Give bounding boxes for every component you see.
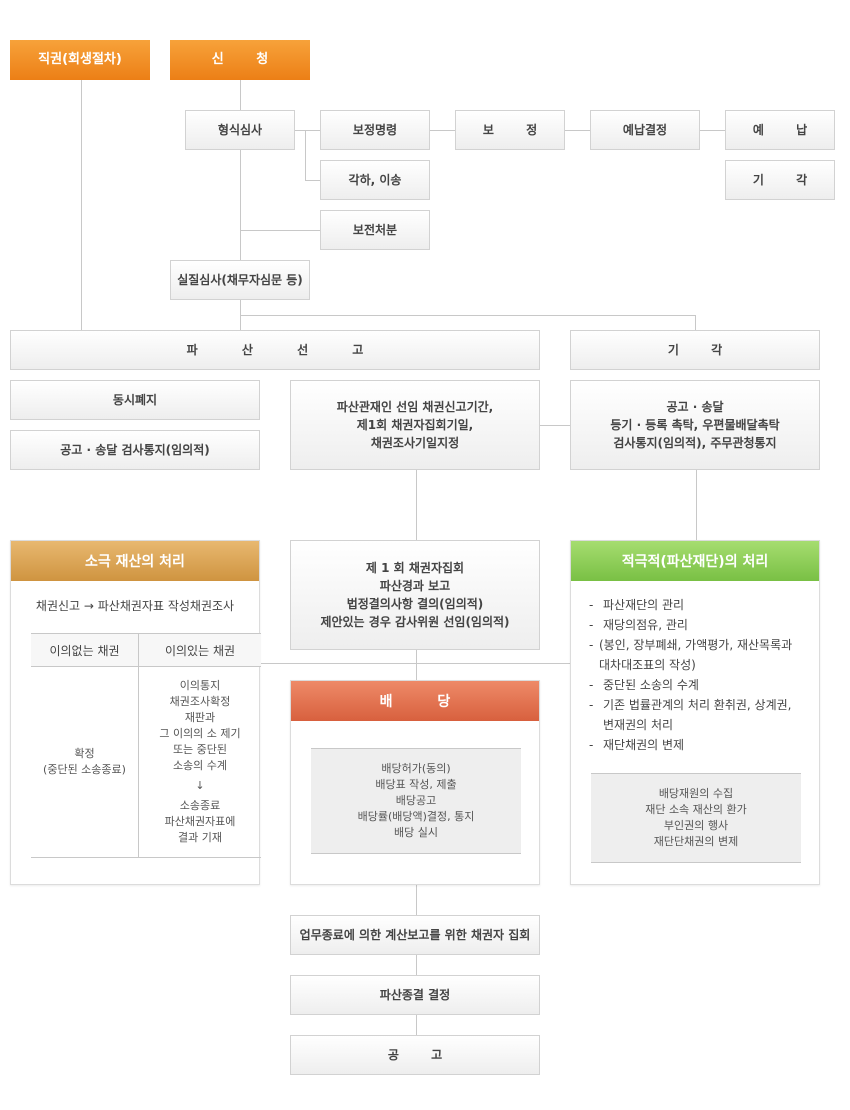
preservation-box: 보전처분 bbox=[320, 210, 430, 250]
dismiss-right-box: 기 각 bbox=[725, 160, 835, 200]
list-item: 파산재단의 관리 bbox=[589, 595, 804, 615]
connector-line bbox=[416, 1015, 417, 1035]
cell-line: 소송의 수계 bbox=[172, 759, 228, 772]
simultaneous-abolition-box: 동시폐지 bbox=[10, 380, 260, 420]
notice-line: 공고 · 송달 bbox=[666, 400, 724, 414]
connector-line bbox=[416, 470, 417, 540]
bankruptcy-termination-box: 파산종결 결정 bbox=[290, 975, 540, 1015]
asset-line: 재단단채권의 변제 bbox=[653, 835, 739, 848]
distribution-step: 배당허가(동의) bbox=[381, 762, 451, 775]
prepay-decision-box: 예납결정 bbox=[590, 110, 700, 150]
connector-line bbox=[305, 180, 320, 181]
connector-line bbox=[700, 130, 725, 131]
passive-subtitle: 채권신고 → 파산채권자표 작성채권조사 bbox=[35, 599, 235, 613]
list-item: 재당의점유, 관리 bbox=[589, 615, 804, 635]
distribution-step: 배당 실시 bbox=[394, 826, 438, 839]
dismissal-box: 기 각 bbox=[570, 330, 820, 370]
prepay-box: 예 납 bbox=[725, 110, 835, 150]
trustee-appointment-box: 파산관재인 선임 채권신고기간, 제1회 채권자집회기일, 채권조사기일지정 bbox=[290, 380, 540, 470]
active-property-panel: 적극적(파산재단)의 처리 파산재단의 관리 재당의점유, 관리 (봉인, 장부… bbox=[570, 540, 820, 885]
col-objection: 이의있는 채권 bbox=[138, 633, 261, 667]
trustee-line: 제1회 채권자집회기일, bbox=[356, 418, 474, 432]
asset-line: 배당재원의 수집 bbox=[658, 787, 734, 800]
cell-line: 소송종료 bbox=[179, 799, 221, 812]
connector-line bbox=[696, 470, 697, 540]
first-creditor-meeting-box: 제 1 회 채권자집회 파산경과 보고 법정결의사항 결의(임의적) 제안있는 … bbox=[290, 540, 540, 650]
ex-officio-box: 직권(회생절차) bbox=[10, 40, 150, 80]
meeting-line: 제 1 회 채권자집회 bbox=[365, 561, 465, 575]
connector-line bbox=[430, 130, 455, 131]
connector-line bbox=[695, 315, 696, 330]
correction-box: 보 정 bbox=[455, 110, 565, 150]
cell-line: 확정 bbox=[74, 747, 95, 760]
cell-line: 채권조사확정 bbox=[169, 695, 231, 708]
trustee-line: 채권조사기일지정 bbox=[370, 436, 460, 450]
active-property-title: 적극적(파산재단)의 처리 bbox=[571, 541, 819, 581]
trustee-line: 파산관재인 선임 채권신고기간, bbox=[336, 400, 494, 414]
notice-line: 등기 · 등록 촉탁, 우편물배달촉탁 bbox=[610, 418, 780, 432]
distribution-title: 배 당 bbox=[291, 681, 539, 721]
cell-line: 파산채권자표에 bbox=[164, 815, 236, 828]
connector-line bbox=[260, 663, 570, 664]
connector-line bbox=[416, 885, 417, 915]
connector-line bbox=[240, 150, 241, 260]
application-box: 신 청 bbox=[170, 40, 310, 80]
meeting-line: 법정결의사항 결의(임의적) bbox=[346, 597, 484, 611]
passive-property-title: 소극 재산의 처리 bbox=[11, 541, 259, 581]
distribution-steps-box: 배당허가(동의) 배당표 작성, 제출 배당공고 배당률(배당액)결정, 통지 … bbox=[311, 748, 521, 854]
cell-line: 결과 기재 bbox=[178, 831, 222, 844]
correction-order-box: 보정명령 bbox=[320, 110, 430, 150]
passive-property-panel: 소극 재산의 처리 채권신고 → 파산채권자표 작성채권조사 이의없는 채권 이… bbox=[10, 540, 261, 885]
connector-line bbox=[565, 130, 590, 131]
connector-line bbox=[240, 230, 320, 231]
cell-line: (중단된 소송종료) bbox=[43, 763, 126, 776]
cell-line: 이의통지 bbox=[179, 679, 221, 692]
meeting-line: 파산경과 보고 bbox=[379, 579, 451, 593]
connector-line bbox=[240, 315, 695, 316]
connector-line bbox=[295, 130, 320, 131]
cell-line: 또는 중단된 bbox=[172, 743, 228, 756]
reject-transfer-box: 각하, 이송 bbox=[320, 160, 430, 200]
declaration-box: 파 산 선 고 bbox=[10, 330, 540, 370]
cell-line: 재판과 bbox=[184, 711, 216, 724]
formal-review-box: 형식심사 bbox=[185, 110, 295, 150]
asset-collection-box: 배당재원의 수집 재단 소속 재산의 환가 부인권의 행사 재단단채권의 변제 bbox=[591, 773, 801, 863]
meeting-line: 제안있는 경우 감사위원 선임(임의적) bbox=[320, 615, 510, 629]
list-item: (봉인, 장부폐쇄, 가액평가, 재산목록과 대차대조표의 작성) bbox=[589, 635, 804, 675]
substantive-review-box: 실질심사(채무자심문 등) bbox=[170, 260, 310, 300]
arrow-down-icon: ↓ bbox=[195, 779, 205, 792]
asset-line: 재단 소속 재산의 환가 bbox=[645, 803, 747, 816]
list-item: 재단채권의 변제 bbox=[589, 735, 804, 755]
connector-line bbox=[416, 955, 417, 975]
no-objection-cell: 확정 (중단된 소송종료) bbox=[31, 666, 139, 858]
final-creditor-meeting-box: 업무종료에 의한 계산보고를 위한 채권자 집회 bbox=[290, 915, 540, 955]
connector-line bbox=[240, 80, 241, 110]
final-notice-box: 공 고 bbox=[290, 1035, 540, 1075]
distribution-panel: 배 당 배당허가(동의) 배당표 작성, 제출 배당공고 배당률(배당액)결정,… bbox=[290, 680, 540, 885]
cell-line: 그 이의의 소 제기 bbox=[159, 727, 241, 740]
claims-table: 이의없는 채권 이의있는 채권 확정 (중단된 소송종료) 이의통지 채권조사확… bbox=[31, 633, 261, 858]
notice-delivery-box: 공고 · 송달 등기 · 등록 촉탁, 우편물배달촉탁 검사통지(임의적), 주… bbox=[570, 380, 820, 470]
distribution-step: 배당률(배당액)결정, 통지 bbox=[357, 810, 475, 823]
connector-line bbox=[81, 80, 82, 330]
list-item: 기존 법률관계의 처리 환취권, 상계권, 변재권의 처리 bbox=[589, 695, 804, 735]
asset-line: 부인권의 행사 bbox=[663, 819, 729, 832]
abolition-notice-box: 공고 · 송달 검사통지(임의적) bbox=[10, 430, 260, 470]
notice-line: 검사통지(임의적), 주무관청통지 bbox=[613, 436, 777, 450]
connector-line bbox=[416, 650, 417, 680]
distribution-step: 배당공고 bbox=[395, 794, 437, 807]
active-property-list: 파산재단의 관리 재당의점유, 관리 (봉인, 장부폐쇄, 가액평가, 재산목록… bbox=[589, 595, 804, 755]
col-no-objection: 이의없는 채권 bbox=[31, 633, 139, 667]
distribution-step: 배당표 작성, 제출 bbox=[375, 778, 457, 791]
connector-line bbox=[540, 425, 570, 426]
list-item: 중단된 소송의 수계 bbox=[589, 675, 804, 695]
connector-line bbox=[305, 130, 306, 180]
objection-cell: 이의통지 채권조사확정 재판과 그 이의의 소 제기 또는 중단된 소송의 수계… bbox=[138, 666, 261, 858]
